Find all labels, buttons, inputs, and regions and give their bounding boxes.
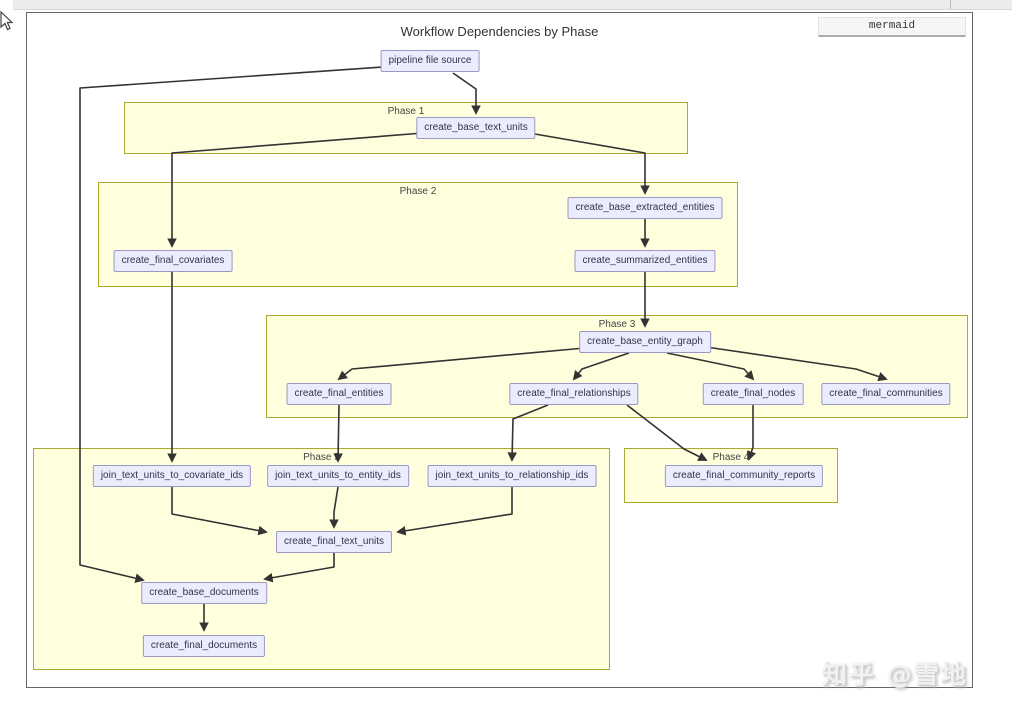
node-create_final_communities: create_final_communities xyxy=(821,383,951,405)
cluster-label-phase-3: Phase 3 xyxy=(598,319,636,330)
node-create_final_text_units: create_final_text_units xyxy=(275,531,393,553)
cluster-label-phase-1: Phase 1 xyxy=(387,106,425,117)
node-join_text_units_to_entity_ids: join_text_units_to_entity_ids xyxy=(267,465,409,487)
mouse-cursor-icon xyxy=(0,11,14,31)
top-strip-divider xyxy=(950,0,951,9)
node-create_summarized_entities: create_summarized_entities xyxy=(574,250,716,272)
node-join_text_units_to_covariate_ids: join_text_units_to_covariate_ids xyxy=(92,465,252,487)
node-create_final_relationships: create_final_relationships xyxy=(509,383,639,405)
diagram-title: Workflow Dependencies by Phase xyxy=(400,24,599,39)
node-create_final_entities: create_final_entities xyxy=(286,383,392,405)
node-create_final_covariates: create_final_covariates xyxy=(113,250,233,272)
mermaid-tab-button[interactable]: mermaid xyxy=(818,17,966,37)
node-create_final_documents: create_final_documents xyxy=(142,635,266,657)
node-create_base_documents: create_base_documents xyxy=(141,582,267,604)
cluster-label-phase-4: Phase 4 xyxy=(712,452,750,463)
watermark-text: 知乎 @雪地 xyxy=(822,660,968,689)
node-create_base_text_units: create_base_text_units xyxy=(416,117,536,139)
node-pipeline_file_source: pipeline file source xyxy=(380,50,480,72)
window-top-strip xyxy=(13,0,1012,10)
node-create_final_nodes: create_final_nodes xyxy=(702,383,804,405)
node-join_text_units_to_relationship_ids: join_text_units_to_relationship_ids xyxy=(427,465,597,487)
node-create_base_entity_graph: create_base_entity_graph xyxy=(579,331,711,353)
node-create_base_extracted_entities: create_base_extracted_entities xyxy=(567,197,723,219)
node-create_final_community_reports: create_final_community_reports xyxy=(664,465,824,487)
